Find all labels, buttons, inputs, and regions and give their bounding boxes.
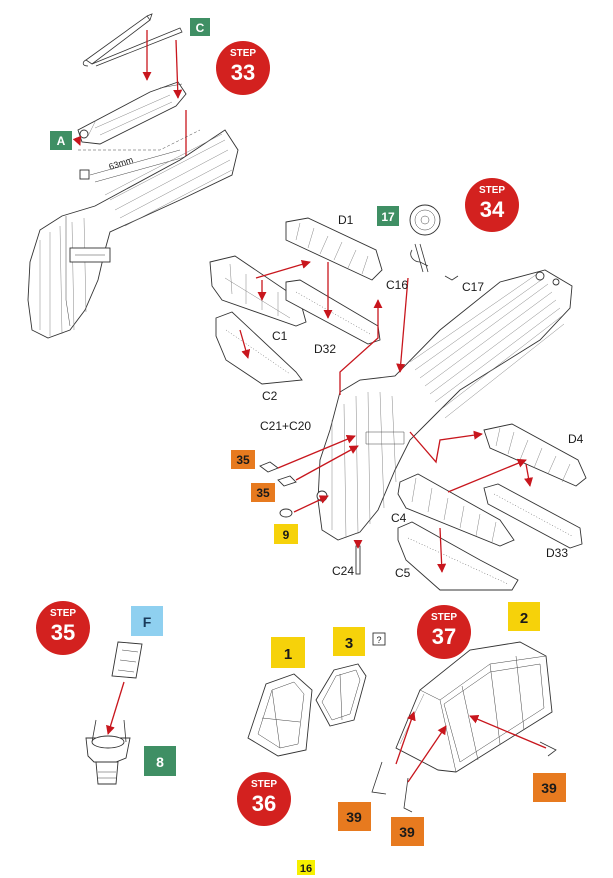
tow-bar-part — [82, 13, 183, 67]
part-box-F: F — [131, 606, 163, 636]
part-box-35b: 35 — [251, 483, 275, 502]
svg-text:2: 2 — [520, 610, 528, 627]
svg-text:9: 9 — [283, 528, 290, 542]
svg-text:3: 3 — [345, 635, 353, 652]
label-C24: C24 — [332, 564, 354, 578]
svg-text:35: 35 — [256, 486, 270, 500]
measure-marker — [79, 169, 90, 180]
label-C16: C16 — [386, 278, 408, 292]
part-box-17: 17 — [377, 206, 399, 226]
windscreen-part-1 — [247, 673, 313, 757]
svg-text:A: A — [57, 134, 66, 148]
small-part-35b — [277, 475, 297, 487]
label-C2: C2 — [262, 389, 278, 403]
part-box-39b: 39 — [391, 817, 424, 846]
label-D33: D33 — [546, 546, 568, 560]
step-number: 36 — [252, 791, 276, 816]
part-box-2: 2 — [508, 602, 540, 631]
step-word: STEP — [431, 612, 457, 623]
svg-text:35: 35 — [236, 453, 250, 467]
tailwheel-fairing-part — [77, 81, 187, 145]
step-number: 35 — [51, 620, 75, 645]
step-34-group: STEP 34 17 — [209, 178, 587, 591]
part-box-9: 9 — [274, 524, 298, 544]
part-box-C: C — [190, 18, 210, 36]
step-34-badge: STEP 34 — [465, 178, 519, 232]
label-C21-C20: C21+C20 — [260, 419, 311, 433]
part-box-39a: 39 — [338, 802, 371, 831]
svg-text:39: 39 — [541, 780, 557, 796]
windscreen-part-3 — [315, 663, 367, 727]
stabilizer-C4 — [397, 473, 515, 547]
step-37-badge: STEP 37 — [417, 605, 471, 659]
small-part-35a — [259, 461, 279, 473]
svg-text:?: ? — [376, 635, 381, 645]
svg-text:8: 8 — [156, 754, 164, 770]
label-C1: C1 — [272, 329, 288, 343]
step-36-group: 1 3 ? STEP 36 — [237, 627, 386, 826]
label-D1: D1 — [338, 213, 354, 227]
part-box-8: 8 — [144, 746, 176, 776]
step-36-badge: STEP 36 — [237, 772, 291, 826]
step-number: 34 — [480, 197, 505, 222]
sliding-canopy-part — [395, 641, 553, 773]
label-D4: D4 — [568, 432, 584, 446]
small-part-9 — [279, 508, 293, 518]
step-37-group: STEP 37 2 39 39 — [338, 602, 566, 846]
stabilizer-C5 — [397, 521, 519, 591]
elevator-D32 — [285, 279, 381, 345]
part-box-3: 3 — [333, 627, 365, 656]
step-word: STEP — [251, 779, 277, 790]
question-marker: ? — [372, 632, 386, 646]
label-C17: C17 — [462, 280, 484, 294]
svg-text:16: 16 — [300, 863, 312, 875]
clear-part-F — [111, 641, 143, 679]
step-35-badge: STEP 35 — [36, 601, 90, 655]
part-box-1: 1 — [271, 637, 305, 668]
svg-text:F: F — [143, 614, 152, 630]
step-33-group: 63mm STEP 33 C A — [27, 13, 270, 339]
step-33-badge: STEP 33 — [216, 41, 270, 95]
elevator-D33 — [483, 483, 583, 549]
label-D32: D32 — [314, 342, 336, 356]
step-number: 33 — [231, 60, 255, 85]
step-35-group: STEP 35 F 8 — [36, 601, 176, 785]
svg-text:17: 17 — [381, 210, 395, 224]
label-C5: C5 — [395, 566, 411, 580]
tail-pin-C24 — [355, 545, 361, 575]
part-box-A: A — [50, 131, 72, 150]
tail-wheel-part — [409, 204, 459, 281]
rear-fuselage-33 — [27, 129, 239, 339]
step-word: STEP — [479, 185, 505, 196]
step-word: STEP — [230, 48, 256, 59]
label-C4: C4 — [391, 511, 407, 525]
elevator-D1 — [285, 217, 383, 281]
elevator-D4 — [483, 423, 587, 487]
step-word: STEP — [50, 608, 76, 619]
stabilizer-C2 — [215, 311, 303, 385]
svg-text:39: 39 — [399, 824, 415, 840]
page-number: 16 — [297, 860, 315, 875]
tail-light-housing — [85, 719, 131, 785]
part-box-35a: 35 — [231, 450, 255, 469]
step-number: 37 — [432, 624, 456, 649]
svg-text:1: 1 — [284, 646, 292, 663]
handle-wires — [371, 741, 557, 813]
part-box-39c: 39 — [533, 773, 566, 802]
fin-rudder-34 — [316, 269, 573, 541]
svg-text:C: C — [196, 21, 205, 35]
measure-label: 63mm — [108, 155, 135, 172]
svg-text:39: 39 — [346, 809, 362, 825]
